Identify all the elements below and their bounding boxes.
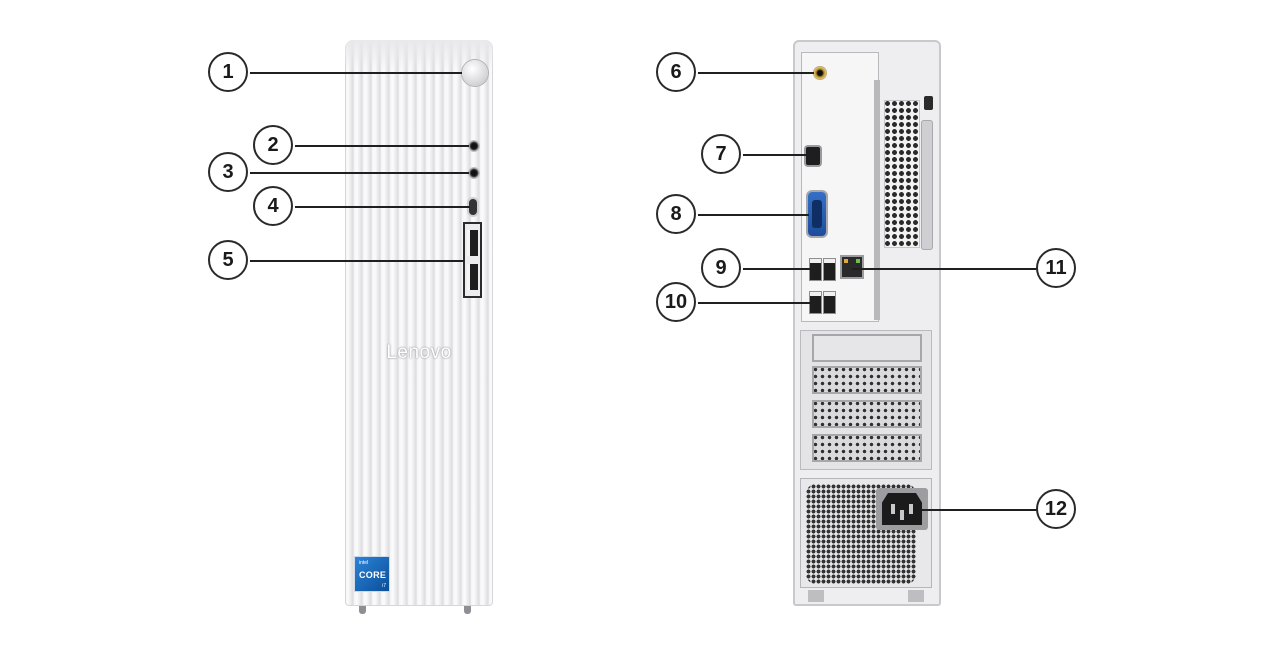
rear-foot [908,590,924,602]
leader-line-1 [250,72,462,74]
leader-line-8 [698,214,809,216]
tower-front-panel [345,40,493,614]
callout-7: 7 [701,134,741,174]
callout-8: 8 [656,194,696,234]
power-pin [900,510,904,520]
lenovo-logo: Lenovo [386,342,452,363]
callout-10: 10 [656,282,696,322]
leader-line-4 [295,206,470,208]
rear-audio-jack [813,66,827,80]
rear-usb-port [810,292,821,313]
leader-line-5 [250,260,464,262]
microphone-jack [468,167,480,179]
expansion-slot-cover [812,334,922,362]
front-foot-right [464,606,471,614]
power-connector-socket [882,493,922,525]
badge-line3: i7 [382,583,386,589]
ethernet-port [842,257,862,277]
rear-usb-port [824,259,835,280]
callout-9: 9 [701,248,741,288]
front-usb-a-ports [463,222,482,298]
expansion-slot-cover [812,400,922,428]
leader-line-3 [250,172,469,174]
security-lock-slot [924,96,933,110]
vga-port [808,192,826,236]
headphone-jack [468,140,480,152]
leader-line-11 [852,268,1038,270]
leader-line-12 [922,509,1038,511]
power-pin [891,504,895,514]
expansion-slot-cover [812,434,922,462]
rear-rail [874,80,880,320]
leader-line-2 [295,145,469,147]
leader-line-7 [743,154,807,156]
rear-upper-vent [884,100,920,248]
rear-io-plate [801,52,879,322]
leader-line-10 [698,302,811,304]
leader-line-9 [743,268,811,270]
badge-line1: intel [359,560,369,566]
callout-1: 1 [208,52,248,92]
power-pin [909,504,913,514]
usb-a-port [467,230,478,256]
side-panel-latch [921,120,933,250]
callout-2: 2 [253,125,293,165]
front-foot-left [359,606,366,614]
usb-a-port [467,264,478,290]
power-button [462,60,488,86]
callout-12: 12 [1036,489,1076,529]
rear-usb-port [810,259,821,280]
callout-3: 3 [208,152,248,192]
callout-6: 6 [656,52,696,92]
hdmi-port [806,147,820,165]
rear-usb-port [824,292,835,313]
usb-c-port [469,199,477,215]
power-connector [876,488,928,530]
callout-5: 5 [208,240,248,280]
callout-11: 11 [1036,248,1076,288]
expansion-slot-cover [812,366,922,394]
leader-line-6 [698,72,814,74]
psu-vent [806,484,916,584]
rear-foot [808,590,824,602]
intel-core-badge: intel CORE i7 [354,556,390,592]
callout-4: 4 [253,186,293,226]
badge-line2: CORE [359,570,387,580]
